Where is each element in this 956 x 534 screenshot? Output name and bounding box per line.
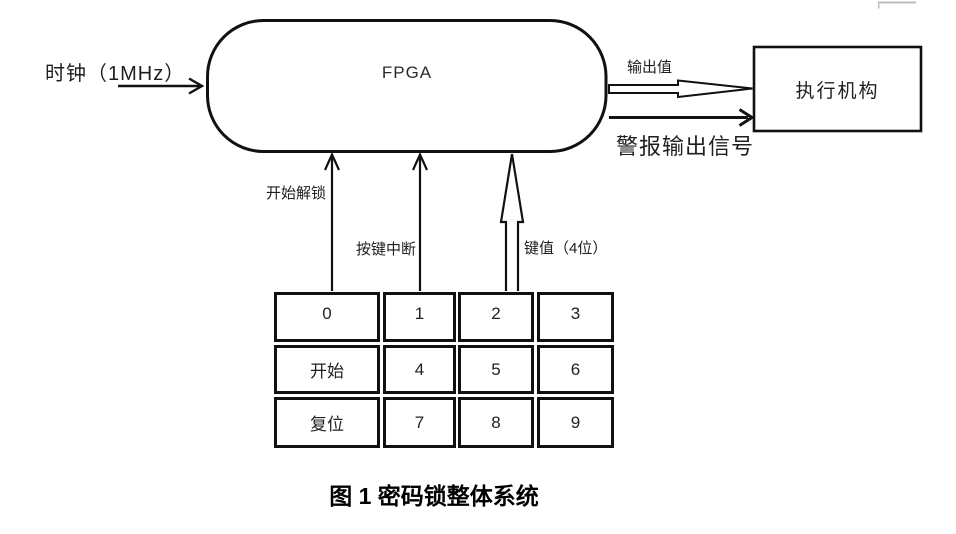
key-interrupt-arrow <box>411 151 429 291</box>
key-value-hollow-arrow <box>499 153 525 291</box>
figure-caption: 图 1 密码锁整体系统 <box>329 483 539 509</box>
alarm-arrow <box>609 108 755 127</box>
keypad-key-1: 1 <box>383 292 456 342</box>
clock-arrow <box>118 77 205 95</box>
fpga-block <box>206 19 608 153</box>
keypad-key-7: 7 <box>383 397 456 448</box>
keypad-key-reset: 复位 <box>274 397 380 448</box>
keypad-key-6: 6 <box>537 345 614 394</box>
start-unlock-arrow <box>323 151 341 291</box>
start-unlock-label: 开始解锁 <box>266 185 327 202</box>
output-value-hollow-arrow <box>608 79 753 99</box>
keypad-key-4: 4 <box>383 345 456 394</box>
actuator-label: 执行机构 <box>795 81 880 102</box>
key-value-label: 键值（4位） <box>524 240 608 257</box>
keypad-key-0: 0 <box>274 292 380 342</box>
clock-label: 时钟（1MHz） <box>45 63 186 85</box>
actuator-block <box>752 45 923 133</box>
cropped-box-artifact <box>877 1 916 9</box>
key-interrupt-label: 按键中断 <box>356 241 417 258</box>
keypad-key-5: 5 <box>458 345 534 394</box>
keypad-key-start: 开始 <box>274 345 380 394</box>
alarm-output-label: 警报输出信号 <box>616 134 755 159</box>
keypad-key-9: 9 <box>537 397 614 448</box>
keypad-key-8: 8 <box>458 397 534 448</box>
keypad-key-2: 2 <box>458 292 534 342</box>
fpga-label: FPGA <box>381 63 433 82</box>
output-value-label: 输出值 <box>627 59 673 76</box>
keypad-key-3: 3 <box>537 292 614 342</box>
